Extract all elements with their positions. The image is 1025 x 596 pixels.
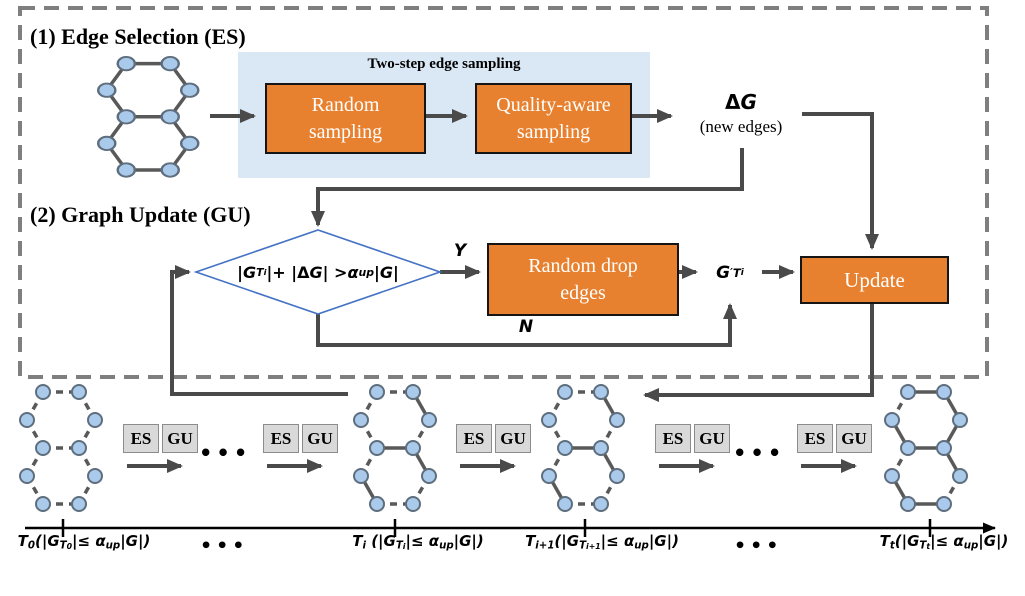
timeline-label-t0: T0(|GT0|≤ αup|G|) [17,532,151,552]
arrow-condition-no [316,303,737,347]
graph-icon-source [97,56,200,178]
random-sampling-line1: Random [311,93,380,116]
arrow-deltag-to-update [802,112,879,250]
es-gu-badge-pair-3: ES GU [456,424,531,453]
quality-aware-sampling-box: Quality-aware sampling [475,83,632,154]
section-title-graph-update: (2) Graph Update (GU) [30,202,251,227]
es-badge: ES [655,424,691,453]
es-badge: ES [797,424,833,453]
section-title-edge-selection: (1) Edge Selection (ES) [30,24,246,49]
gu-badge: GU [694,424,730,453]
graph-icon-ti [353,384,437,512]
random-drop-edges-box: Random drop edges [487,243,679,316]
gu-badge: GU [495,424,531,453]
es-gu-badge-pair-2: ES GU [263,424,338,453]
drop-edges-line1: Random drop [528,254,638,277]
gu-badge: GU [836,424,872,453]
ellipsis-steps-left: ••• [199,441,252,465]
es-gu-badge-pair-5: ES GU [797,424,872,453]
random-sampling-line2: sampling [308,120,383,143]
process-dashed-border [18,6,989,379]
update-label: Update [844,267,905,292]
es-badge: ES [263,424,299,453]
condition-diamond [193,229,443,315]
update-box: Update [800,256,949,304]
graph-icon-t0 [19,384,103,512]
ellipsis-axis-left: ••• [200,535,249,557]
timeline-label-ti: Ti (|GTi|≤ αup|G|) [352,532,484,552]
gu-badge: GU [162,424,198,453]
drop-edges-line2: edges [560,281,606,304]
random-sampling-box: Random sampling [265,83,426,154]
graph-icon-tt [884,384,968,512]
ellipsis-axis-right: ••• [734,535,783,557]
arrow-deltag-to-condition [311,148,744,227]
es-gu-badge-pair-1: ES GU [123,424,198,453]
es-gu-badge-pair-4: ES GU [655,424,730,453]
timeline-label-tt: Tt(|GTt|≤ αup|G|) [879,532,1009,552]
panel-title: Two-step edge sampling [367,56,521,72]
gu-badge: GU [302,424,338,453]
yes-branch-label: Y [453,241,467,261]
ellipsis-steps-right: ••• [733,441,786,465]
delta-g-caption: (new edges) [699,117,783,136]
es-badge: ES [123,424,159,453]
arrow-graph-ti-to-condition [170,265,348,396]
arrow-update-to-next-graph [643,300,874,402]
es-badge: ES [456,424,492,453]
graph-icon-ti-plus-1 [541,384,625,512]
graph-icons-layer [19,56,968,512]
timeline-label-ti-plus-1: Ti+1(|GTi+1|≤ αup|G|) [525,532,679,552]
quality-sampling-line1: Quality-aware [496,93,611,116]
quality-sampling-line2: sampling [516,120,591,143]
no-branch-label: N [518,317,534,337]
